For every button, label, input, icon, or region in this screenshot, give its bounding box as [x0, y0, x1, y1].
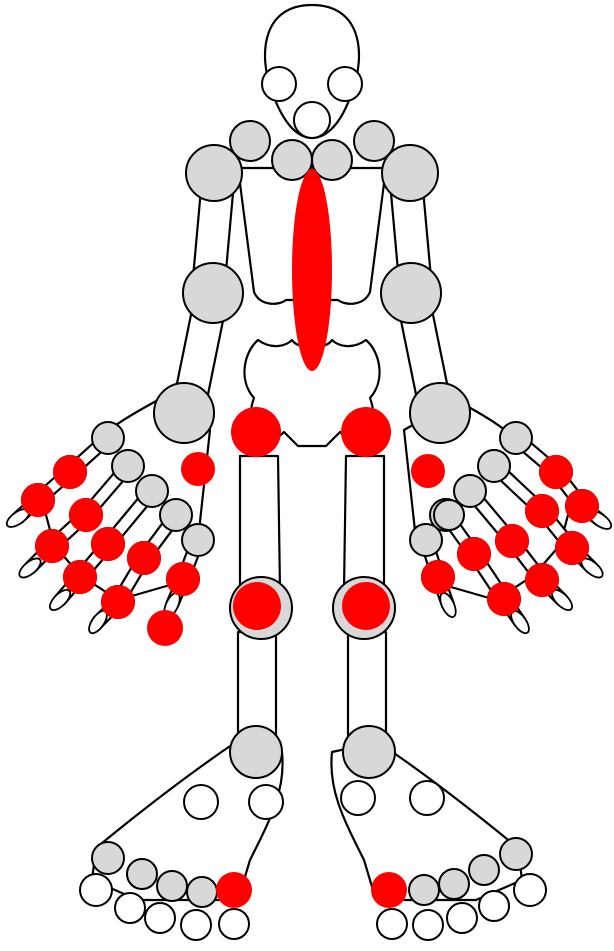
right-big-toe-tip	[377, 909, 407, 939]
left-finger-3-joint-2-highlight	[63, 560, 97, 594]
right-finger-1-joint-1-highlight	[539, 455, 573, 489]
right-finger-5-knuckle	[410, 524, 442, 556]
right-finger-3-joint-2-highlight	[525, 563, 559, 597]
left-thigh	[240, 456, 280, 590]
right-big-toe-highlight	[371, 872, 407, 908]
right-toe-2-tip	[479, 891, 509, 921]
left-big-toe-tip	[219, 909, 249, 939]
left-toe-4-joint	[187, 877, 217, 907]
right-shin	[348, 632, 386, 735]
right-finger-3-knuckle	[454, 475, 486, 507]
left-toe-2-tip	[115, 893, 145, 923]
right-finger-1-joint-2-highlight	[565, 489, 599, 523]
right-toe-4-tip	[413, 910, 443, 940]
left-wrist-base	[154, 383, 214, 443]
left-ankle	[230, 726, 282, 778]
right-finger-4-joint-1-highlight	[457, 537, 491, 571]
left-wrist-highlight	[181, 452, 215, 486]
left-toe-1-joint	[92, 842, 124, 874]
highlights	[21, 169, 599, 908]
right-toe-3-joint	[439, 869, 469, 899]
left-finger-2-joint-1-highlight	[69, 498, 103, 532]
left-toe-3-tip	[145, 903, 175, 933]
left-tarsal-inner	[249, 785, 283, 819]
left-finger-3-knuckle	[136, 475, 168, 507]
left-knee-highlight	[233, 582, 281, 630]
right-ear	[328, 67, 362, 101]
right-ankle	[343, 726, 395, 778]
left-finger-1-knuckle	[92, 422, 124, 454]
right-finger-2-knuckle	[478, 450, 510, 482]
right-toe-1-tip	[514, 874, 546, 906]
left-ear	[262, 67, 296, 101]
left-finger-2-knuckle	[112, 450, 144, 482]
left-finger-1-joint-1-highlight	[53, 455, 87, 489]
right-shoulder	[382, 145, 438, 201]
left-finger-4-joint-2-highlight	[101, 585, 135, 619]
right-toe-4-joint	[409, 875, 439, 905]
left-shoulder	[186, 145, 242, 201]
left-toe-1-tip	[80, 874, 112, 906]
right-finger-1-knuckle	[500, 422, 532, 454]
jaw-joint	[294, 102, 330, 138]
right-wrist-highlight	[411, 454, 445, 488]
right-finger-3-joint-1-highlight	[495, 524, 529, 558]
right-hip-highlight	[341, 407, 391, 457]
left-finger-5-joint-1-highlight	[166, 562, 200, 596]
right-toe-1-joint	[500, 838, 532, 870]
left-toe-3-joint	[157, 871, 187, 901]
left-finger-2-joint-2-highlight	[35, 529, 69, 563]
left-tarsal-outer	[184, 785, 218, 819]
right-knee-highlight	[342, 582, 390, 630]
right-finger-5-tip	[437, 591, 459, 620]
left-thumb-tip-highlight	[147, 610, 183, 646]
left-elbow	[183, 263, 243, 323]
right-thumb-knuckle	[434, 500, 464, 530]
left-big-toe-highlight	[216, 872, 252, 908]
left-finger-4-knuckle	[160, 499, 192, 531]
left-finger-3-joint-1-highlight	[91, 527, 125, 561]
right-toe-2-joint	[469, 855, 499, 885]
right-thigh	[344, 456, 384, 590]
left-shin	[238, 632, 276, 735]
spine-highlight	[292, 169, 332, 371]
right-finger-4-joint-2-highlight	[487, 582, 521, 616]
right-finger-5-joint-1-highlight	[421, 560, 455, 594]
right-finger-2-joint-1-highlight	[525, 494, 559, 528]
right-elbow	[381, 263, 441, 323]
right-tarsal-outer	[410, 781, 444, 815]
left-hip-highlight	[231, 407, 281, 457]
left-finger-5-knuckle	[182, 524, 214, 556]
left-finger-4-joint-1-highlight	[127, 541, 161, 575]
right-wrist-base	[410, 383, 470, 443]
left-finger-1-joint-2-highlight	[21, 483, 55, 517]
right-finger-2-joint-2-highlight	[555, 531, 589, 565]
right-toe-3-tip	[447, 903, 477, 933]
left-toe-4-tip	[181, 910, 211, 940]
left-toe-2-joint	[127, 859, 157, 889]
right-tarsal-inner	[341, 781, 375, 815]
